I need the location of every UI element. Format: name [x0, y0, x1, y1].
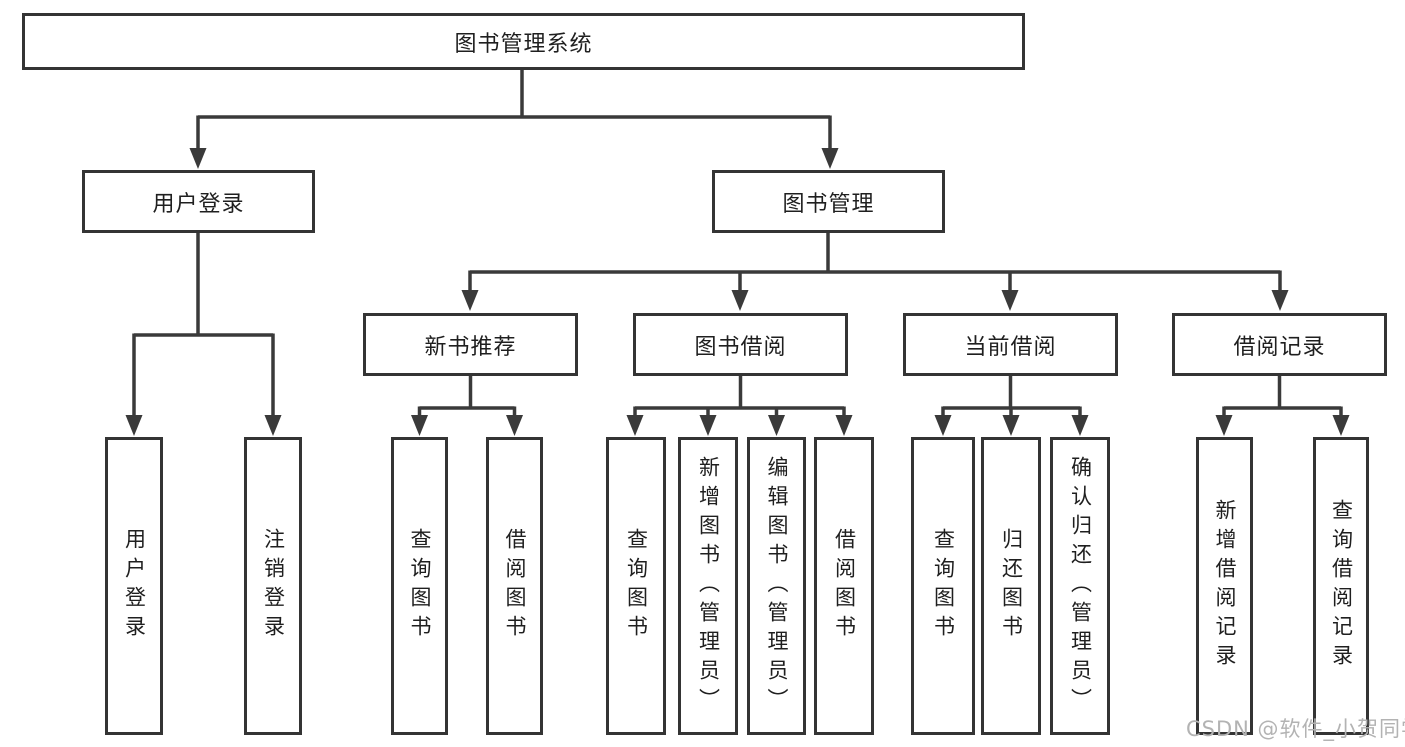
- watermark: CSDN @软件_小贺同学: [1186, 717, 1405, 741]
- leaf-borrow-books: 借阅图书: [814, 437, 874, 735]
- node-book-management: 图书管理: [712, 170, 945, 233]
- leaf-add-books-admin: 新增图书（管理员）: [678, 437, 738, 735]
- node-new-book-recommendation: 新书推荐: [363, 313, 578, 376]
- leaf-query-books-borrowing: 查询图书: [606, 437, 666, 735]
- leaf-borrow-books-recommend: 借阅图书: [486, 437, 543, 735]
- leaf-logout: 注销登录: [244, 437, 302, 735]
- node-current-borrowing: 当前借阅: [903, 313, 1118, 376]
- node-library-management-system: 图书管理系统: [22, 13, 1025, 70]
- leaf-query-books-current: 查询图书: [911, 437, 975, 735]
- node-book-borrowing: 图书借阅: [633, 313, 848, 376]
- leaf-query-books-recommend: 查询图书: [391, 437, 448, 735]
- node-borrowing-records: 借阅记录: [1172, 313, 1387, 376]
- leaf-add-borrow-record: 新增借阅记录: [1196, 437, 1253, 735]
- node-user-login: 用户登录: [82, 170, 315, 233]
- leaf-return-books: 归还图书: [981, 437, 1041, 735]
- leaf-user-login: 用户登录: [105, 437, 163, 735]
- leaf-edit-books-admin: 编辑图书（管理员）: [747, 437, 806, 735]
- leaf-confirm-return-admin: 确认归还（管理员）: [1050, 437, 1110, 735]
- leaf-query-borrow-record: 查询借阅记录: [1313, 437, 1369, 735]
